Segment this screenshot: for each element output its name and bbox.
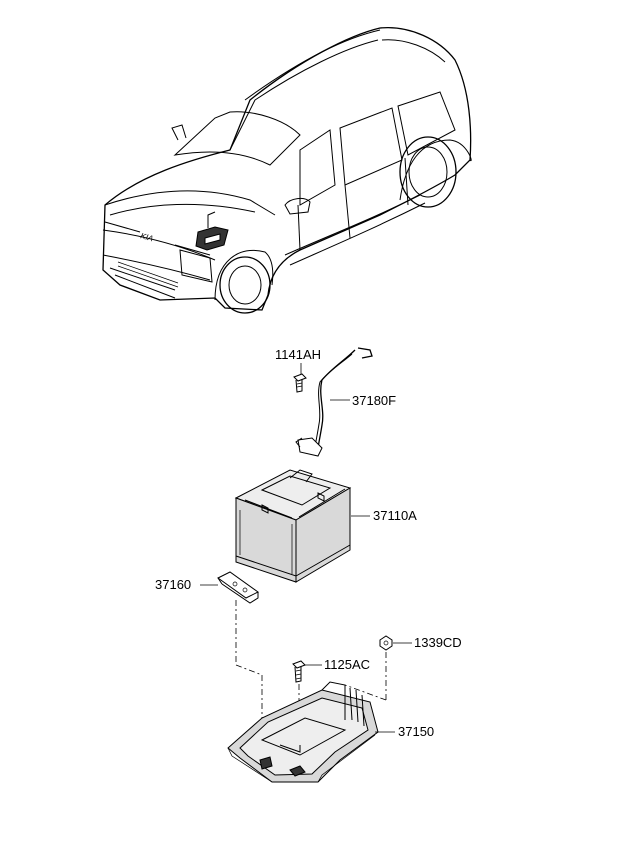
bolt-1125AC: [292, 660, 306, 683]
bolt-1141AH: [293, 363, 307, 393]
tray-37150: [227, 681, 379, 783]
label-1141AH: 1141AH: [275, 347, 322, 362]
battery-37110A: [234, 469, 352, 583]
label-37180F: 37180F: [352, 393, 397, 408]
clamp-37160: [217, 571, 259, 604]
label-1125AC: 1125AC: [324, 657, 371, 672]
battery-cable-37180F: [295, 347, 373, 457]
nut-1339CD: [379, 635, 393, 651]
label-1339CD: 1339CD: [414, 635, 462, 650]
vehicle-illustration: KIA: [102, 26, 472, 314]
label-37150: 37150: [398, 724, 435, 739]
label-37160: 37160: [155, 577, 192, 592]
svg-text:KIA: KIA: [139, 231, 154, 243]
label-37110A: 37110A: [373, 508, 417, 523]
